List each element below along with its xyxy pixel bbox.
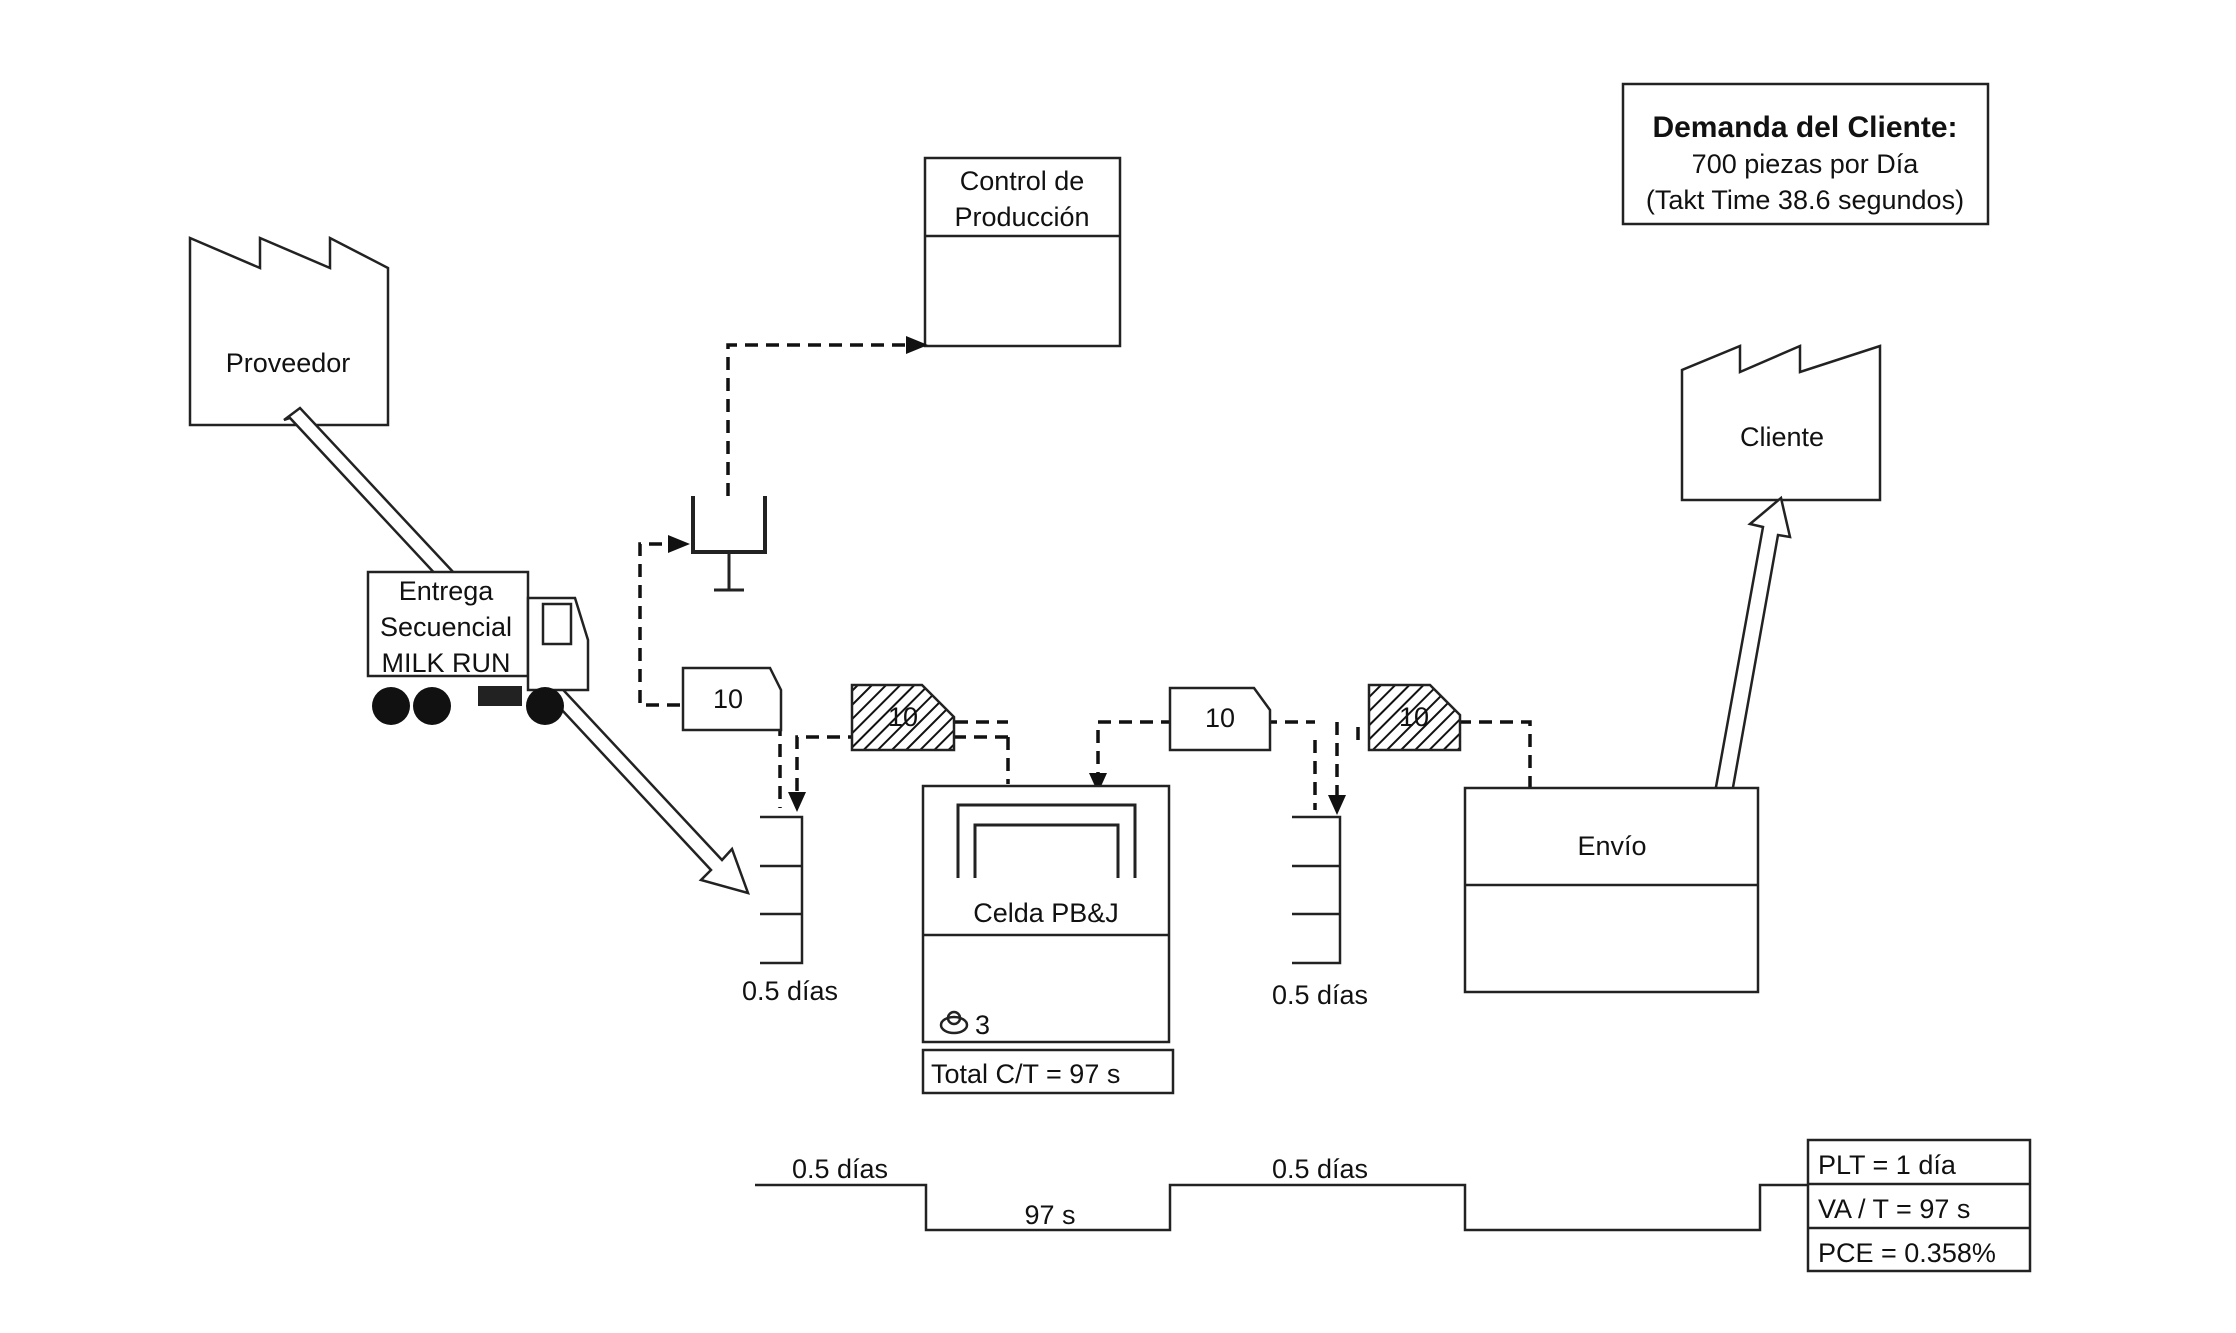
customer-demand-box: Demanda del Cliente: 700 piezas por Día … [1621,82,1990,226]
demand-pieces: 700 piezas por Día [1692,149,1920,179]
shipping-label: Envío [1577,831,1646,861]
delivery-line1: Entrega [399,576,495,606]
timeline-wait-1: 0.5 días [792,1154,888,1184]
supplier-factory-icon: Proveedor [188,235,390,427]
timeline-wait-2: 0.5 días [1272,1154,1368,1184]
load-leveling-box-icon [691,496,767,592]
production-kanban-2-label: 10 [1399,702,1429,732]
inventory-2-label: 0.5 días [1272,980,1368,1010]
withdrawal-kanban-1: 10 [681,666,783,732]
withdrawal-kanban-2: 10 [1168,686,1272,752]
process-cell-label: Celda PB&J [973,898,1119,928]
supermarket-2-icon: 0.5 días [1272,815,1368,1010]
summary-plt: PLT = 1 día [1818,1150,1957,1180]
delivery-line3: MILK RUN [381,648,510,678]
withdrawal-kanban-1-label: 10 [713,684,743,714]
production-control-line1: Control de [960,166,1085,196]
cycle-time-box: Total C/T = 97 s [921,1048,1175,1095]
production-control-box: Control de Producción [923,156,1122,348]
information-flow-lines [638,336,1532,815]
customer-factory-icon: Cliente [1680,344,1882,502]
customer-label: Cliente [1740,422,1824,452]
summary-va-t: VA / T = 97 s [1818,1194,1970,1224]
cycle-time-label: Total C/T = 97 s [931,1059,1120,1089]
demand-takt-time: (Takt Time 38.6 segundos) [1646,185,1964,215]
delivery-line2: Secuencial [380,612,512,642]
timeline-process: 97 s [1024,1200,1075,1230]
operator-icon [939,1010,969,1035]
supplier-label: Proveedor [226,348,351,378]
supermarket-1-icon: 0.5 días [742,815,838,1006]
milk-run-truck-icon: Entrega Secuencial MILK RUN [366,570,590,725]
operator-count: 3 [975,1010,990,1040]
production-control-line2: Producción [954,202,1089,232]
production-kanban-2: 10 [1367,683,1462,752]
summary-box: PLT = 1 día VA / T = 97 s PCE = 0.358% [1806,1138,2032,1273]
production-kanban-1: 10 [850,683,956,752]
inventory-1-label: 0.5 días [742,976,838,1006]
withdrawal-kanban-2-label: 10 [1205,703,1235,733]
demand-title: Demanda del Cliente: [1652,111,1957,144]
process-cell-box: Celda PB&J 3 [921,784,1171,1044]
production-kanban-1-label: 10 [888,702,918,732]
summary-pce: PCE = 0.358% [1818,1238,1996,1268]
lead-time-ladder: 0.5 días 97 s 0.5 días [755,1154,1808,1232]
shipment-arrow-customer [1711,495,1792,795]
shipping-box: Envío [1463,786,1760,994]
